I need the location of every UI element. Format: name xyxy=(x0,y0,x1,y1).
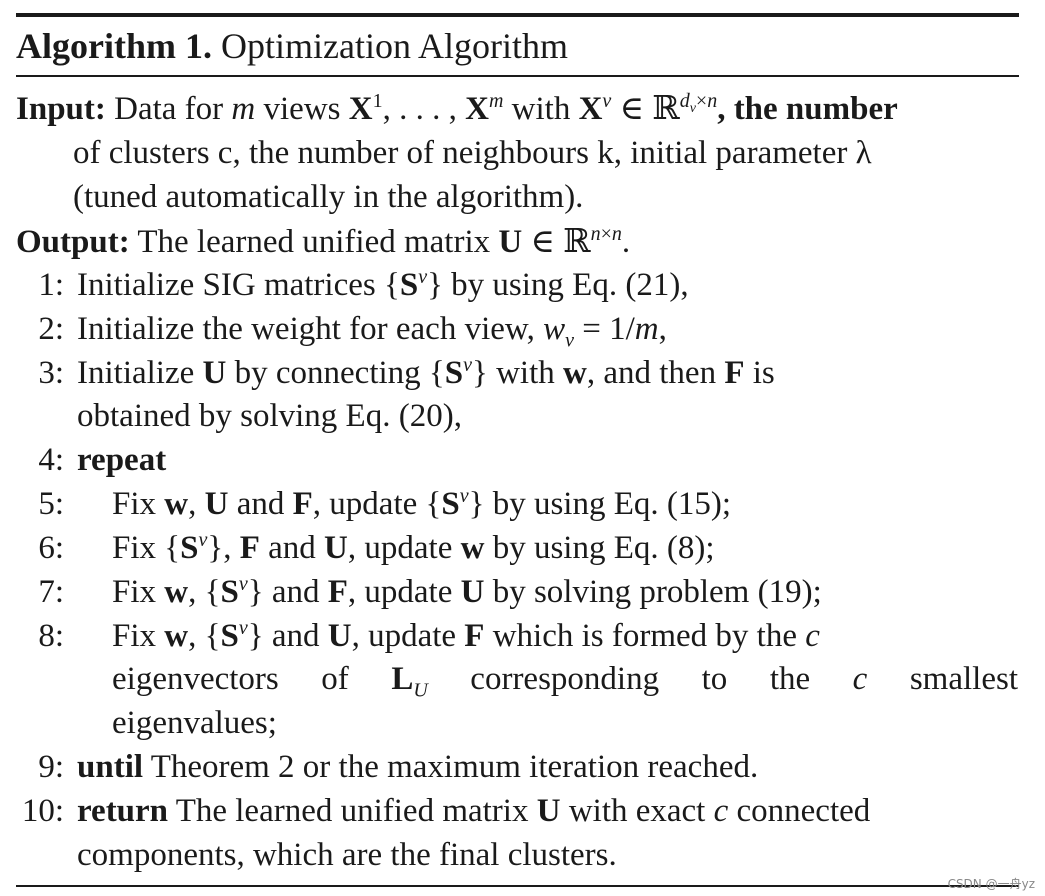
step-3: Initialize U by connecting {Sv} with w, … xyxy=(77,354,775,391)
algorithm-name: Optimization Algorithm xyxy=(211,26,568,66)
step-1: Initialize SIG matrices {Sv} by using Eq… xyxy=(77,266,689,303)
step-10: return The learned unified matrix U with… xyxy=(77,793,871,829)
algorithm-title: Algorithm 1. Optimization Algorithm xyxy=(16,22,568,70)
step-3-cont: obtained by solving Eq. (20), xyxy=(77,398,462,434)
input-label: Input: xyxy=(16,91,106,127)
input-line-2: of clusters c, the number of neighbours … xyxy=(73,135,872,171)
output-line: Output: The learned unified matrix U ∈ ℝ… xyxy=(16,221,631,260)
step-4: repeat xyxy=(77,442,167,478)
step-number: 7: xyxy=(38,574,64,610)
step-8: Fix w, {Sv} and U, update F which is for… xyxy=(112,617,820,654)
bottom-rule xyxy=(16,885,1019,887)
top-rule xyxy=(16,13,1019,17)
step-5: Fix w, U and F, update {Sv} by using Eq.… xyxy=(112,485,732,522)
step-number: 1: xyxy=(38,267,64,303)
step-8-cont-2: eigenvalues; xyxy=(112,705,277,741)
step-number: 6: xyxy=(38,530,64,566)
title-rule xyxy=(16,75,1019,77)
step-number: 8: xyxy=(38,618,64,654)
output-label: Output: xyxy=(16,224,130,260)
watermark: CSDN @一舟yz xyxy=(947,877,1035,891)
step-number: 5: xyxy=(38,486,64,522)
step-7: Fix w, {Sv} and F, update U by solving p… xyxy=(112,573,822,610)
step-number: 4: xyxy=(38,442,64,478)
input-line-1: Input: Data for m views X1, . . . , Xm w… xyxy=(16,88,898,127)
algorithm-label: Algorithm 1. xyxy=(16,26,212,66)
step-9: until Theorem 2 or the maximum iteration… xyxy=(77,749,759,785)
step-6: Fix {Sv}, F and U, update w by using Eq.… xyxy=(112,529,715,566)
step-8-cont: eigenvectors of LU corresponding to the … xyxy=(112,661,1018,702)
step-number: 10: xyxy=(21,793,64,829)
step-number: 9: xyxy=(38,749,64,785)
input-line-3: (tuned automatically in the algorithm). xyxy=(73,179,584,215)
step-10-cont: components, which are the final clusters… xyxy=(77,837,617,873)
step-number: 3: xyxy=(38,355,64,391)
step-number: 2: xyxy=(38,311,64,347)
step-2: Initialize the weight for each view, wv … xyxy=(77,311,667,352)
